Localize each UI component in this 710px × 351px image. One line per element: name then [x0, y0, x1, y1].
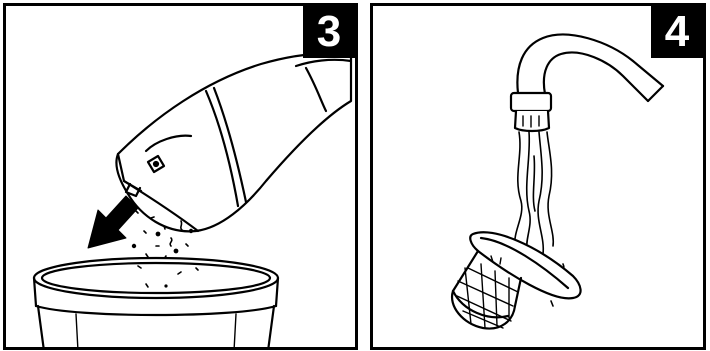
step-number-badge: 4	[651, 6, 703, 58]
step-3-panel: 3	[3, 3, 358, 350]
mesh-filter	[452, 232, 581, 328]
direction-arrow-icon	[88, 196, 138, 248]
step-4-panel: 4	[370, 3, 706, 350]
faucet	[511, 35, 663, 131]
trash-bin	[34, 258, 278, 347]
step-number-badge: 3	[303, 6, 355, 58]
handheld-vacuum	[116, 54, 351, 232]
